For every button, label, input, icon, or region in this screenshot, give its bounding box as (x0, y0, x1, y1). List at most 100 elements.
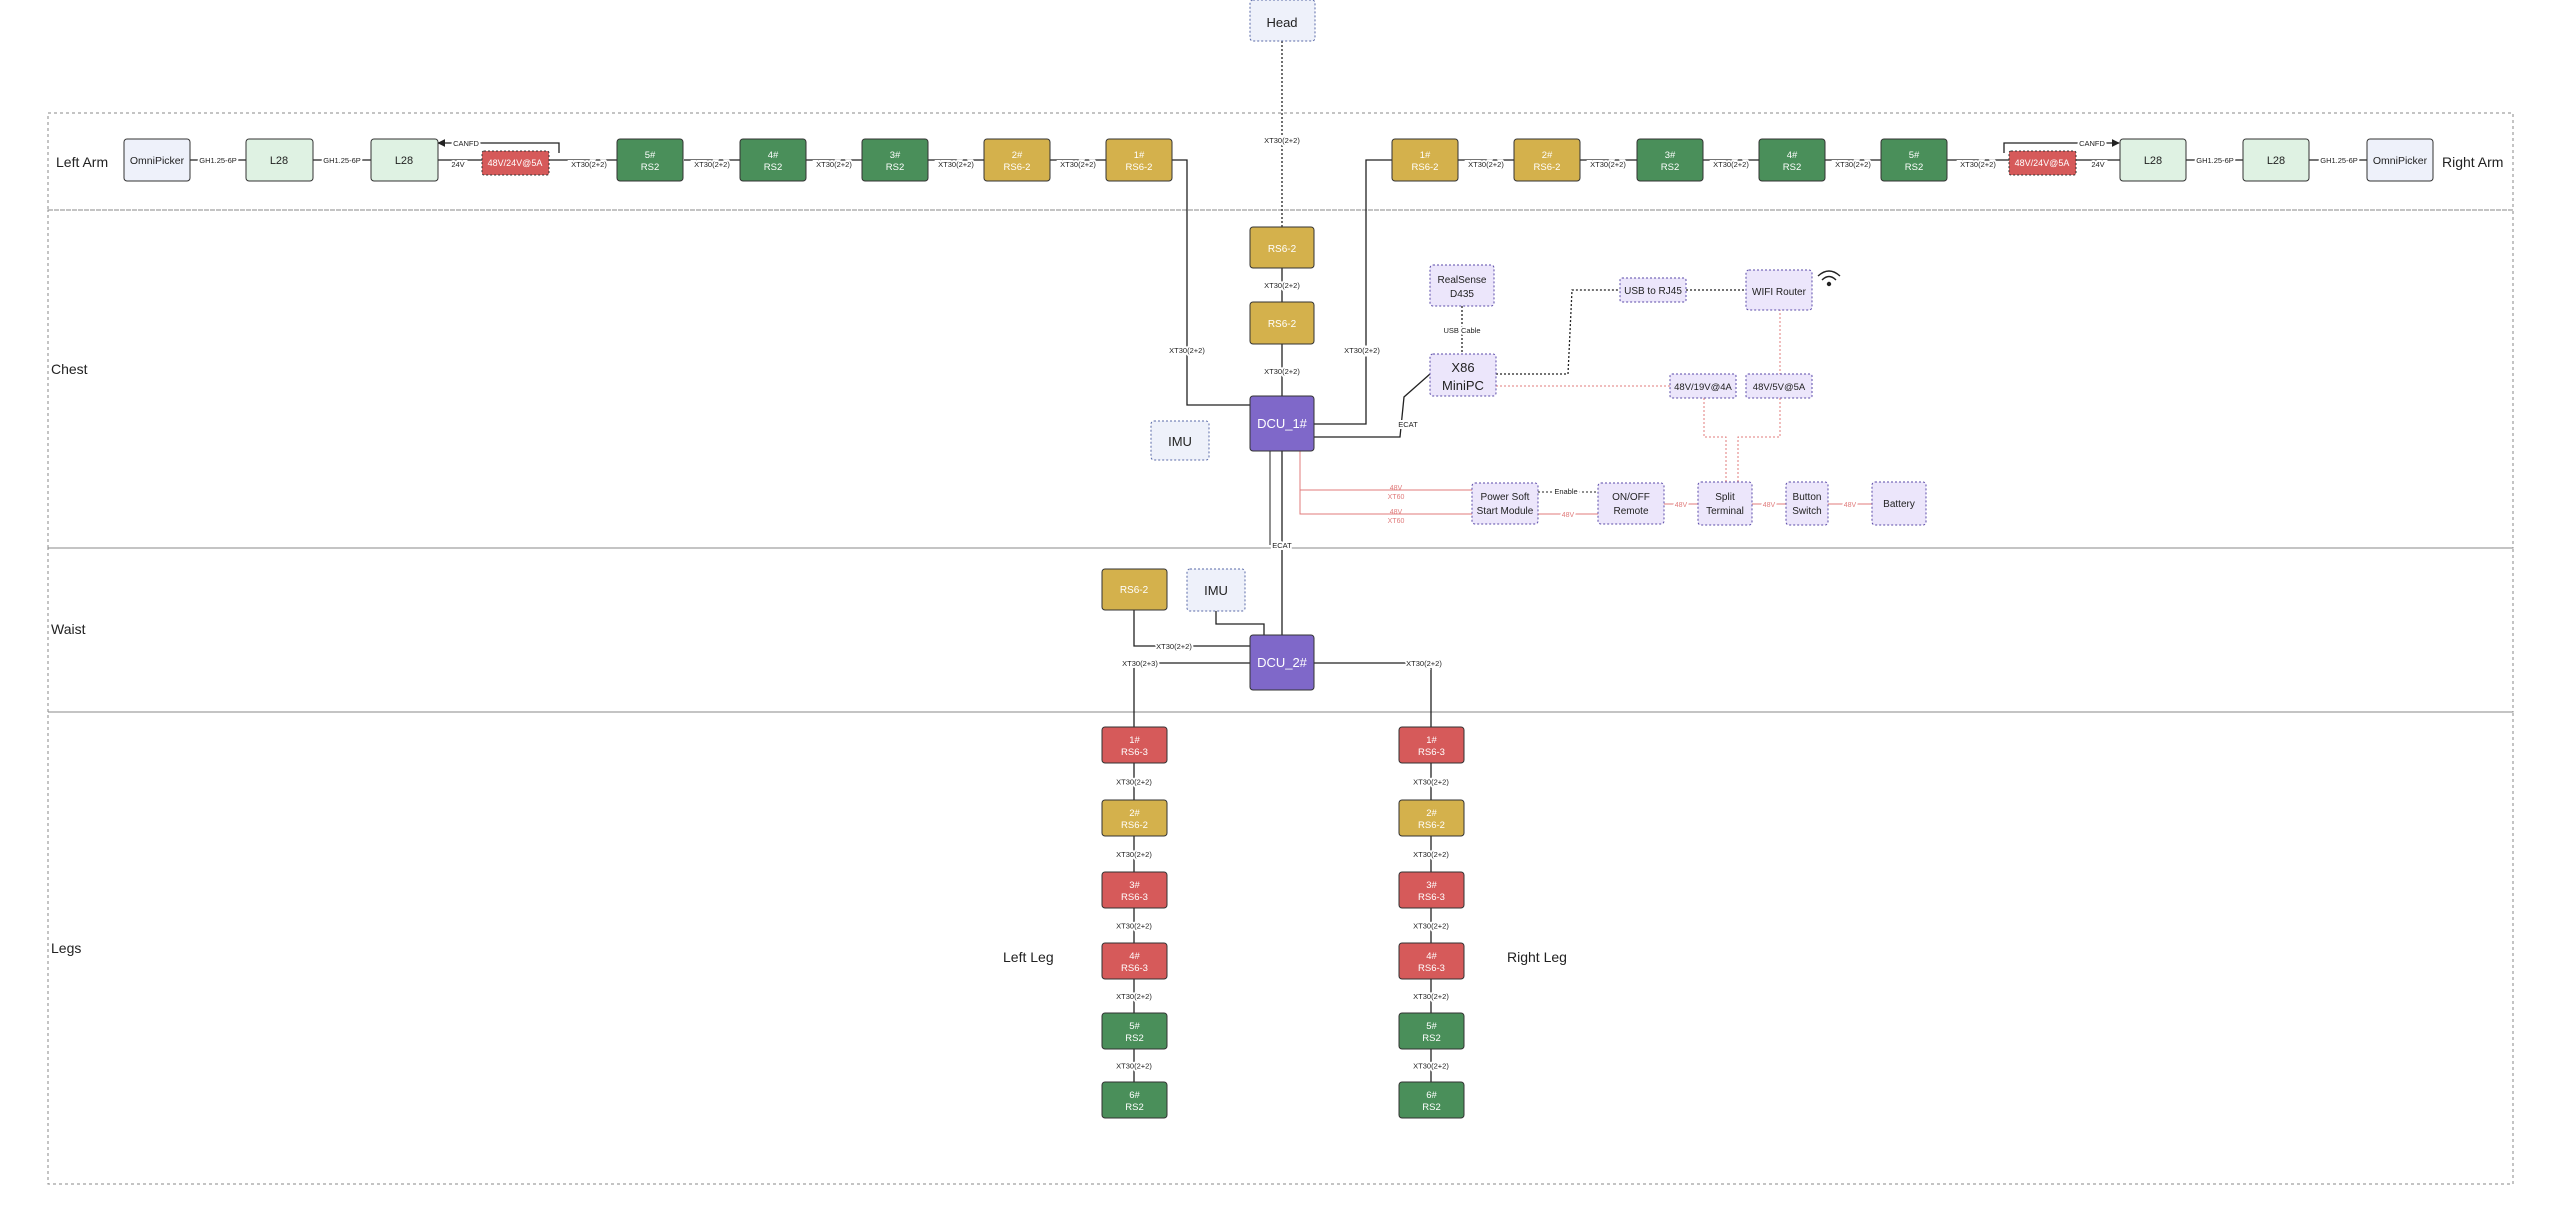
connection-lines (190, 41, 2367, 1082)
power-48v-2: 48V (1390, 509, 1403, 516)
power-labels: 48V XT60 48V XT60 48V 48V 48V 48V (1388, 485, 1859, 525)
ll-cable-label-4: XT30(2+2) (1116, 992, 1152, 1001)
ra-24v: 24V (2091, 160, 2104, 169)
ll-joint-3: 3#RS6-3 (1101, 871, 1168, 909)
rl-joint-5: 5#RS2 (1398, 1012, 1465, 1050)
la-canfd: CANFD (453, 139, 479, 148)
section-chest-box (47, 209, 2514, 549)
realsense-node (1429, 264, 1495, 307)
ra-joint-box (1391, 138, 1459, 182)
la-joint-model: RS6-2 (1126, 162, 1153, 173)
ll-joint-num: 5# (1129, 1021, 1140, 1032)
waist-right-cable: XT30(2+2) (1406, 659, 1442, 668)
ra-l28-a (2242, 138, 2310, 182)
ll-joint-box (1101, 871, 1168, 909)
ra-l28-b-label: L28 (2144, 155, 2162, 167)
ll-joint-num: 3# (1129, 880, 1140, 891)
ra-joint-num: 3# (1665, 150, 1676, 161)
ra-joint-box (1758, 138, 1826, 182)
realsense-label-2: D435 (1450, 289, 1474, 300)
la-joint-box (616, 138, 684, 182)
head-rs-top (1249, 226, 1315, 269)
rl-joint-num: 3# (1426, 880, 1437, 891)
section-boxes (47, 112, 2514, 1185)
rl-joint-box (1398, 1081, 1465, 1119)
la-l28-b-label: L28 (395, 155, 413, 167)
ra-joint-4: 4#RS2 (1758, 138, 1826, 182)
la-joint-model: RS2 (764, 162, 782, 173)
rl-joint-box (1398, 726, 1465, 764)
power-48v-6: 48V (1844, 502, 1857, 509)
ra-joint-cable-3: XT30(2+2) (1713, 160, 1749, 169)
rl-joint-num: 6# (1426, 1090, 1437, 1101)
usb-rj45-node (1619, 277, 1687, 303)
waist-imu (1186, 568, 1246, 612)
ra-joint-num: 4# (1787, 150, 1798, 161)
ra-joint-num: 5# (1909, 150, 1920, 161)
dcu2-node (1249, 634, 1315, 691)
waist-left-cable: XT30(2+3) (1122, 659, 1158, 668)
rl-joint-model: RS6-3 (1418, 747, 1445, 758)
chest-imu (1150, 420, 1210, 461)
head-rs-bottom-label: RS6-2 (1268, 319, 1297, 330)
waist-rs-cable: XT30(2+2) (1156, 642, 1192, 651)
ll-joint-box (1101, 942, 1168, 980)
la-omnipicker-label: OmniPicker (130, 155, 185, 167)
ra-joint-model: RS6-2 (1534, 162, 1561, 173)
head-cable-label: XT30(2+2) (1264, 136, 1300, 145)
ra-l28-a-label: L28 (2267, 155, 2285, 167)
ll-cable-label-1: XT30(2+2) (1116, 778, 1152, 787)
rl-joint-box (1398, 1012, 1465, 1050)
la-l28-a (245, 138, 314, 182)
power-48v-5: 48V (1763, 502, 1776, 509)
la-joint-box (739, 138, 807, 182)
ll-joint-model: RS6-3 (1121, 747, 1148, 758)
left-leg-cable-labels: XT30(2+2)XT30(2+2)XT30(2+2)XT30(2+2)XT30… (1114, 776, 1154, 1073)
la-joint-num: 2# (1012, 150, 1023, 161)
ll-joint-box (1101, 799, 1168, 837)
power-48v-4: 48V (1675, 502, 1688, 509)
ra-psu (2008, 150, 2077, 176)
la-to-dcu-cable: XT30(2+2) (1169, 346, 1205, 355)
rl-joint-box (1398, 799, 1465, 837)
rl-joint-box (1398, 942, 1465, 980)
la-joint-model: RS6-2 (1004, 162, 1031, 173)
head-label: Head (1266, 15, 1297, 30)
power-xt60-1: XT60 (1388, 494, 1405, 501)
head-rs-bottom (1249, 301, 1315, 345)
la-joint-model: RS2 (886, 162, 904, 173)
dcu1-label: DCU_1# (1257, 416, 1308, 431)
rl-joint-4: 4#RS6-3 (1398, 942, 1465, 980)
ll-joint-model: RS6-2 (1121, 820, 1148, 831)
waist-rs-label: RS6-2 (1120, 585, 1149, 596)
x86-minipc-node (1429, 353, 1497, 397)
psu-19v-label: 48V/19V@4A (1674, 382, 1732, 393)
power-48v-1: 48V (1390, 485, 1403, 492)
button-label-1: Button (1793, 492, 1822, 503)
ra-joint-num: 2# (1542, 150, 1553, 161)
dcu1-node (1249, 395, 1315, 452)
la-joint-num: 4# (768, 150, 779, 161)
cable-labels: XT30(2+2) XT30(2+2) XT30(2+2) GH1.25-6P … (197, 134, 2360, 670)
ra-joint-cable-2: XT30(2+2) (1590, 160, 1626, 169)
la-joint-cable-3: XT30(2+2) (938, 160, 974, 169)
rl-joint-model: RS6-3 (1418, 892, 1445, 903)
waist-rs-node (1101, 568, 1168, 611)
ra-omnipicker-label: OmniPicker (2373, 155, 2428, 167)
power-soft-start-node (1471, 482, 1539, 525)
la-cable3: XT30(2+2) (571, 160, 607, 169)
rl-cable-label-3: XT30(2+2) (1413, 922, 1449, 931)
usb-rj45-label: USB to RJ45 (1624, 286, 1682, 297)
la-joint-cable-2: XT30(2+2) (816, 160, 852, 169)
split-label-1: Split (1715, 492, 1735, 503)
ll-cable-label-2: XT30(2+2) (1116, 850, 1152, 859)
la-joint-5: 1#RS6-2 (1105, 138, 1173, 182)
ll-joint-1: 1#RS6-3 (1101, 726, 1168, 764)
right-leg-cable-labels: XT30(2+2)XT30(2+2)XT30(2+2)XT30(2+2)XT30… (1411, 776, 1451, 1073)
la-cable2: GH1.25-6P (323, 156, 361, 165)
left-leg-title: Left Leg (1003, 949, 1054, 965)
waist-label: Waist (51, 621, 86, 637)
usb-cable-label: USB Cable (1443, 326, 1480, 335)
